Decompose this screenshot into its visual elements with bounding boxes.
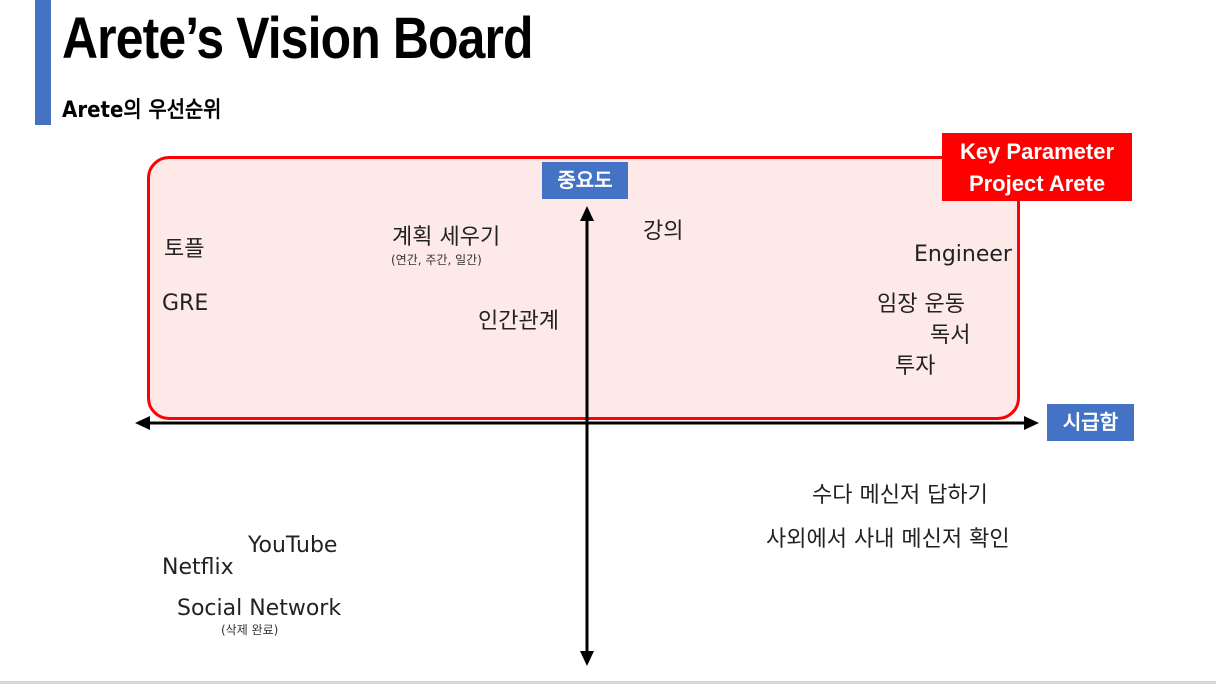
bottom-divider xyxy=(0,681,1216,684)
item-youtube: YouTube xyxy=(248,533,338,558)
page-subtitle: Arete의 우선순위 xyxy=(62,98,222,123)
key-parameter-line2: Project Arete xyxy=(968,171,1106,196)
title-accent-bar xyxy=(35,0,51,125)
item-planning: 계획 세우기 xyxy=(392,225,501,250)
item-exercise: 임장 운동 xyxy=(877,292,965,317)
horizontal-axis-arrow xyxy=(135,416,1039,430)
item-chatting: 수다 메신저 답하기 xyxy=(812,483,988,508)
key-parameter-badge: Key Parameter Project Arete xyxy=(942,133,1132,201)
item-gre: GRE xyxy=(162,291,209,316)
item-investing: 투자 xyxy=(895,354,936,379)
item-engineer: Engineer xyxy=(914,242,1012,267)
page-title: Arete’s Vision Board xyxy=(62,6,534,71)
item-relationships: 인간관계 xyxy=(478,309,559,334)
item-planning-note: (연간, 주간, 일간) xyxy=(391,253,482,267)
importance-axis-label: 중요도 xyxy=(542,162,628,199)
item-work-messenger: 사외에서 사내 메신저 확인 xyxy=(766,527,1010,552)
key-parameter-region xyxy=(147,156,1020,420)
item-social-note: (삭제 완료) xyxy=(221,623,279,637)
vertical-axis-arrow xyxy=(580,206,594,666)
item-lecture: 강의 xyxy=(643,219,684,244)
key-parameter-line1: Key Parameter xyxy=(959,139,1115,164)
item-reading: 독서 xyxy=(930,323,971,348)
item-social-network: Social Network xyxy=(177,596,342,621)
urgency-axis-label: 시급함 xyxy=(1047,404,1134,441)
item-netflix: Netflix xyxy=(162,555,234,580)
item-toefl: 토플 xyxy=(164,237,205,262)
